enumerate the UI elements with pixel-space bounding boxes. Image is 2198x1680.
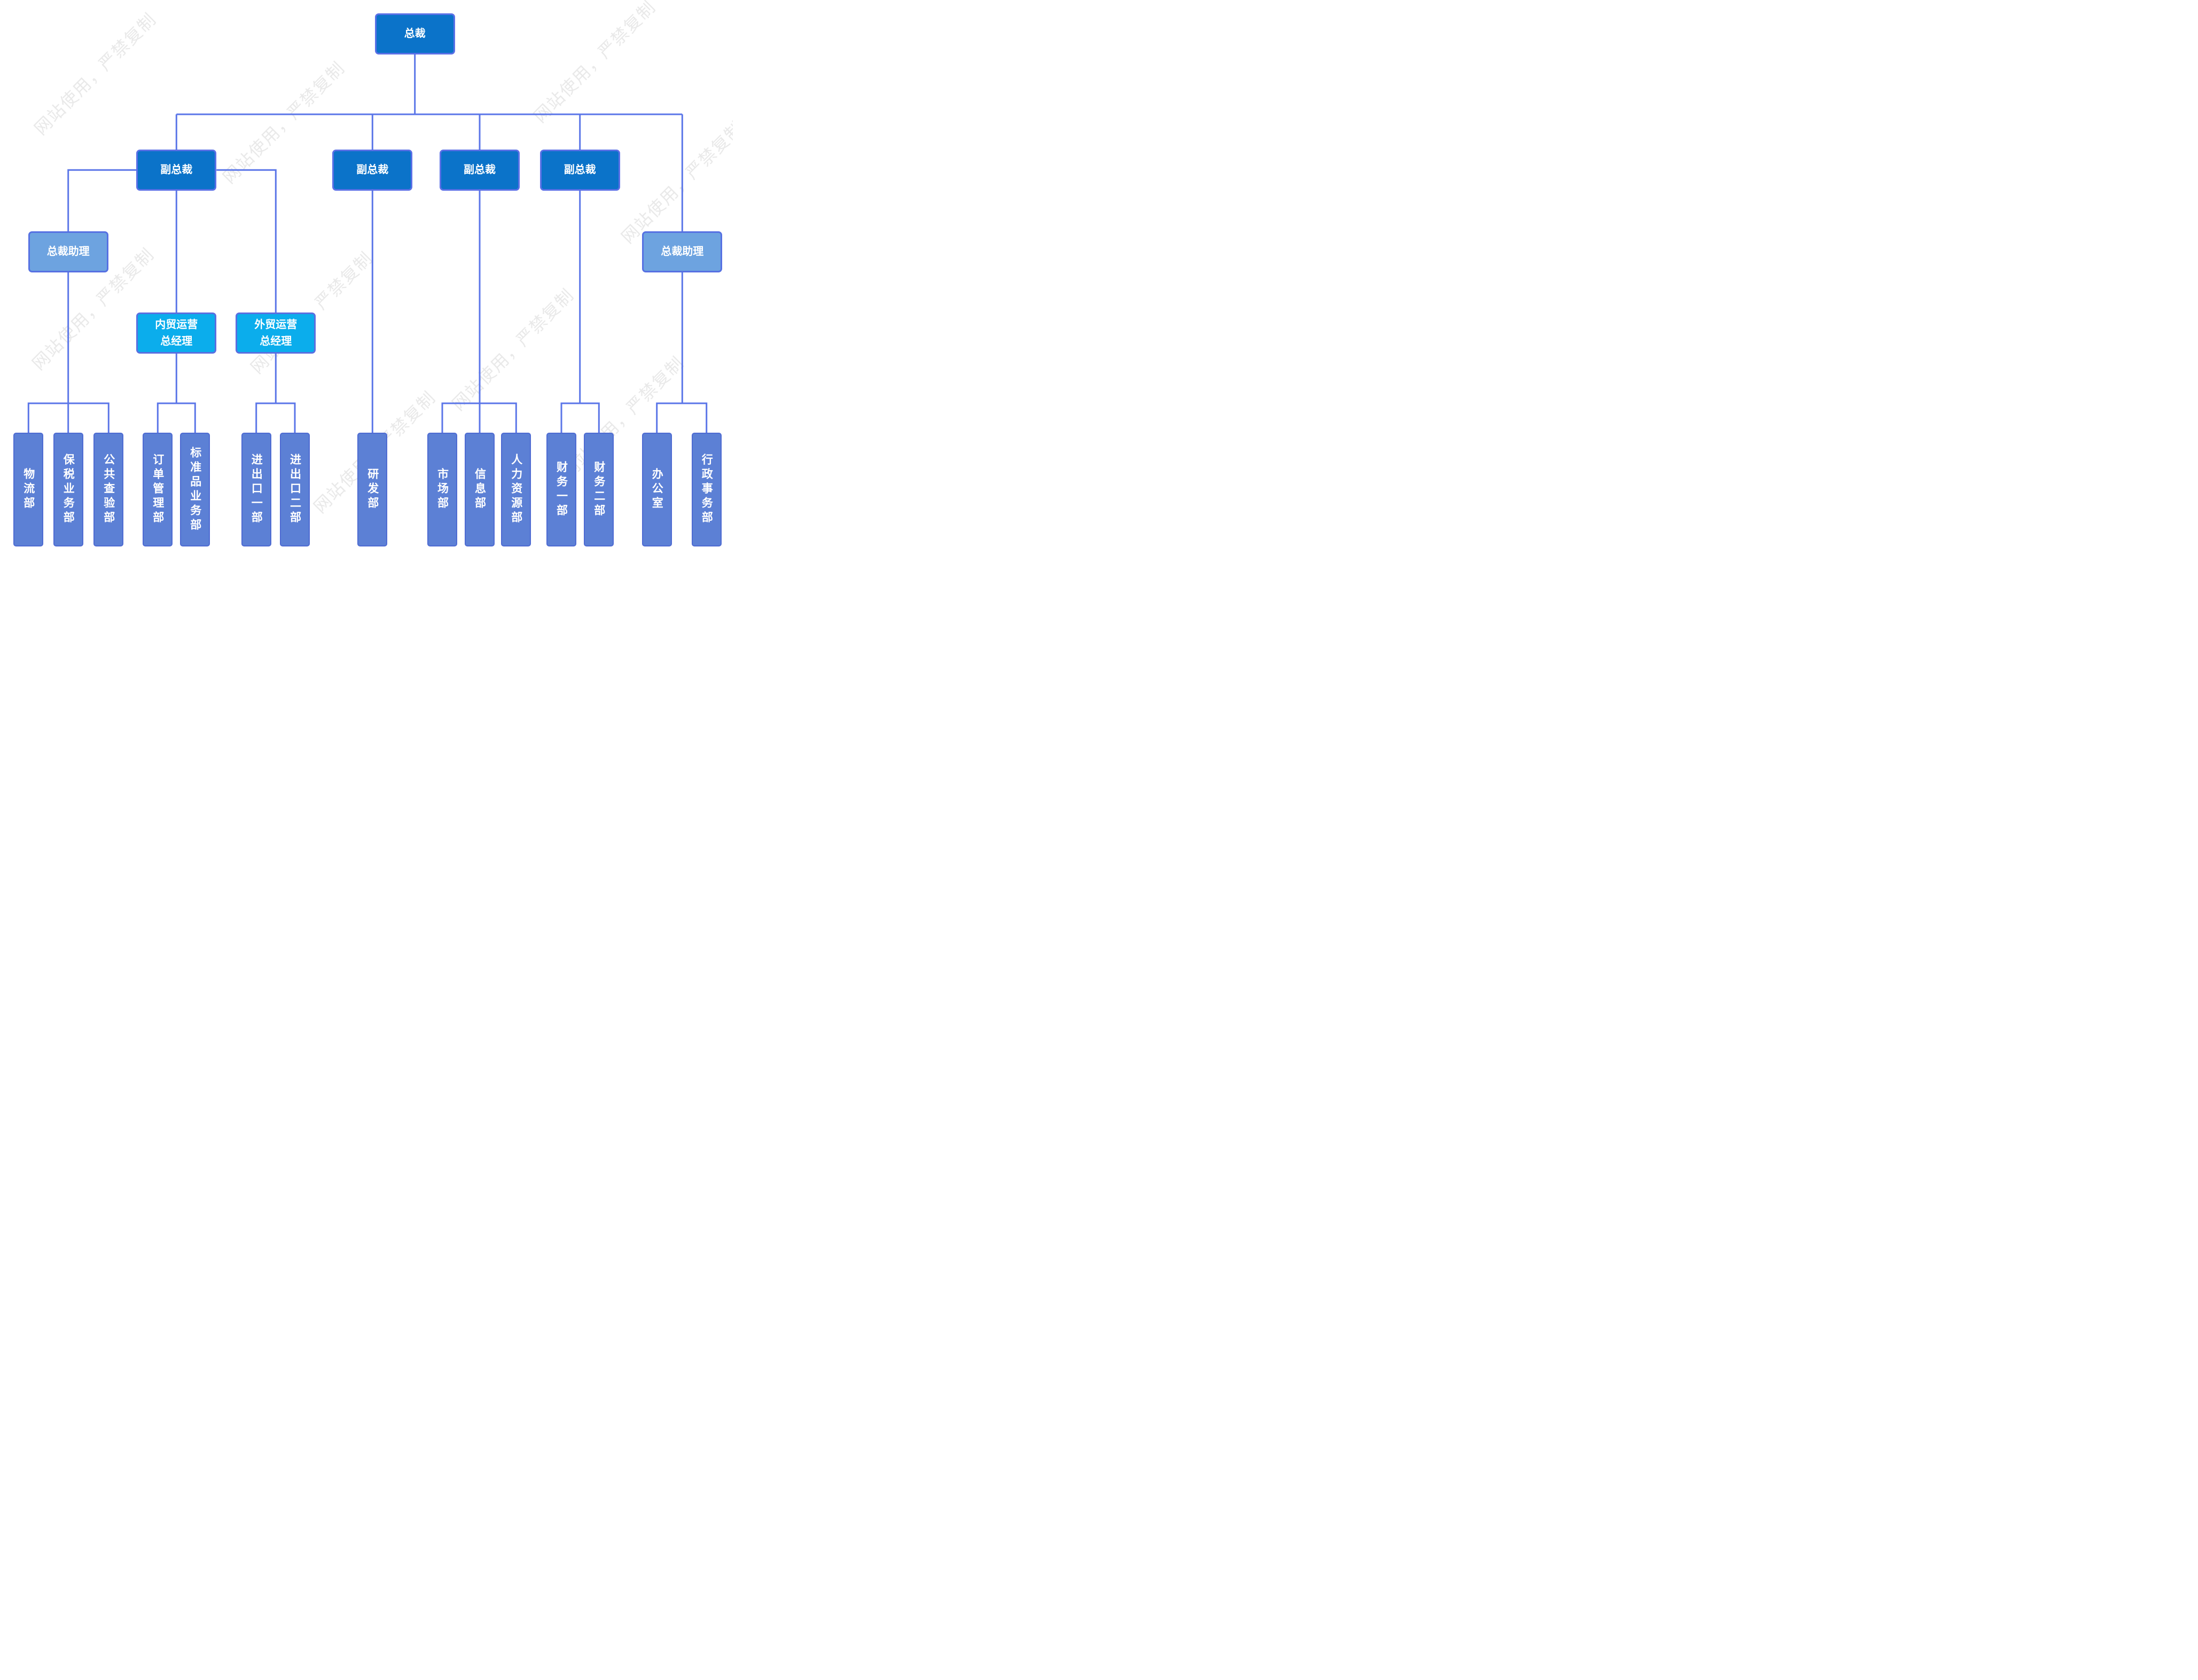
node-vice-president-2-label: 副总裁 (356, 164, 389, 176)
node-dept-public-inspection[interactable]: 公共查验部 (93, 433, 124, 547)
node-dept-logistics[interactable]: 物流部 (13, 433, 44, 547)
connector-vp1-to-assistant-left (67, 169, 137, 232)
node-president-assistant-right-label: 总裁助理 (661, 246, 704, 258)
node-president[interactable]: 总裁 (374, 13, 455, 54)
connector-group3-bus (255, 402, 296, 433)
connector-group1-bus (27, 402, 109, 433)
node-president-assistant-right[interactable]: 总裁助理 (642, 231, 723, 273)
node-dept-finance-2[interactable]: 财务二部 (584, 433, 614, 547)
connector-group4-bus (441, 402, 517, 433)
node-vice-president-4[interactable]: 副总裁 (539, 150, 620, 191)
node-vice-president-3-label: 副总裁 (464, 164, 496, 176)
node-dept-office-label: 办公室 (651, 468, 663, 512)
connector-group5-bus (560, 402, 600, 433)
node-dept-finance-1[interactable]: 财务一部 (546, 433, 576, 547)
node-dept-public-inspection-label: 公共查验部 (102, 454, 115, 526)
node-dept-marketing-label: 市场部 (436, 468, 449, 512)
node-dept-administrative-affairs-label: 行政事务部 (700, 454, 713, 526)
node-dept-standard-products[interactable]: 标准品业务部 (180, 433, 210, 547)
node-dept-research-development[interactable]: 研发部 (357, 433, 388, 547)
node-dept-bonded-business[interactable]: 保税业务部 (53, 433, 83, 547)
node-vice-president-4-label: 副总裁 (564, 164, 596, 176)
node-dept-bonded-business-label: 保税业务部 (62, 454, 75, 526)
node-dept-standard-products-label: 标准品业务部 (189, 446, 201, 533)
node-dept-administrative-affairs[interactable]: 行政事务部 (691, 433, 722, 547)
node-dept-office[interactable]: 办公室 (642, 433, 672, 547)
connector-vp1-to-gm-foreign (216, 169, 277, 312)
node-dept-import-export-1-label: 进出口一部 (250, 454, 263, 526)
node-president-assistant-left[interactable]: 总裁助理 (28, 231, 108, 273)
connector-group6-bus (656, 402, 708, 433)
node-dept-import-export-2[interactable]: 进出口二部 (280, 433, 310, 547)
connector-lines (27, 54, 708, 433)
node-gm-domestic-trade-label: 内贸运营 总经理 (155, 318, 198, 347)
node-dept-marketing[interactable]: 市场部 (427, 433, 457, 547)
node-dept-finance-2-label: 财务二部 (592, 460, 605, 519)
node-dept-information-label: 信息部 (473, 468, 486, 512)
node-dept-research-development-label: 研发部 (366, 468, 379, 512)
node-vice-president-1-label: 副总裁 (160, 164, 193, 176)
node-gm-foreign-trade[interactable]: 外贸运营 总经理 (236, 312, 316, 354)
node-president-label: 总裁 (404, 28, 426, 40)
node-dept-order-management[interactable]: 订单管理部 (143, 433, 173, 547)
node-vice-president-3[interactable]: 副总裁 (440, 150, 520, 191)
node-dept-information[interactable]: 信息部 (465, 433, 495, 547)
node-dept-order-management-label: 订单管理部 (151, 454, 164, 526)
node-dept-human-resources[interactable]: 人力资源部 (501, 433, 531, 547)
node-vice-president-2[interactable]: 副总裁 (332, 150, 413, 191)
node-dept-finance-1-label: 财务一部 (555, 460, 568, 519)
node-gm-domestic-trade[interactable]: 内贸运营 总经理 (136, 312, 217, 354)
org-chart-canvas: 网站使用，严禁复制 网站使用，严禁复制 网站使用，严禁复制 网站使用，严禁复制 … (0, 0, 733, 560)
node-president-assistant-left-label: 总裁助理 (46, 246, 90, 258)
node-dept-import-export-1[interactable]: 进出口一部 (241, 433, 271, 547)
node-dept-logistics-label: 物流部 (22, 468, 35, 512)
node-gm-foreign-trade-label: 外贸运营 总经理 (254, 318, 298, 347)
node-dept-human-resources-label: 人力资源部 (510, 454, 522, 526)
connector-group2-bus (157, 402, 196, 433)
node-vice-president-1[interactable]: 副总裁 (136, 150, 217, 191)
node-dept-import-export-2-label: 进出口二部 (288, 454, 301, 526)
